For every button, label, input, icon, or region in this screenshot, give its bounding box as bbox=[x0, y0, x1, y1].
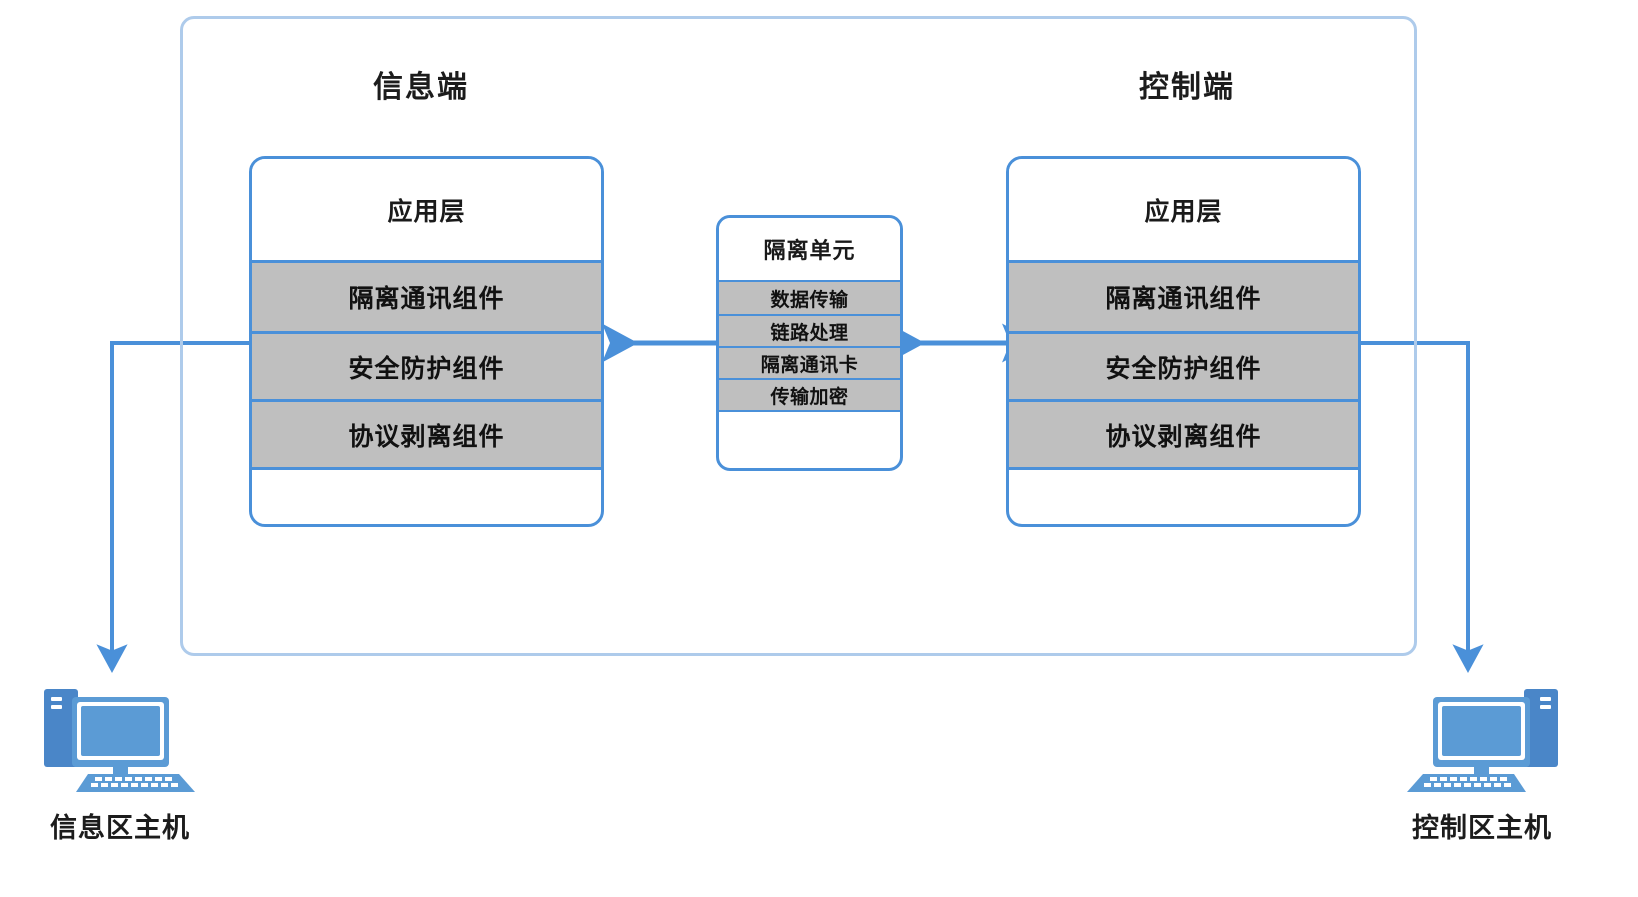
isolation-unit-header: 隔离单元 bbox=[719, 218, 900, 280]
system-boundary-frame bbox=[180, 16, 1417, 656]
host-label-control-zone: 控制区主机 bbox=[1412, 813, 1552, 843]
right-stack-header-application-layer: 应用层 bbox=[1009, 159, 1358, 260]
left-stack-row-isolation-comm: 隔离通讯组件 bbox=[252, 263, 601, 331]
desktop-computer-icon bbox=[44, 689, 195, 792]
isolation-row-link-processing: 链路处理 bbox=[719, 314, 900, 346]
right-stack-row-security-protection: 安全防护组件 bbox=[1009, 331, 1358, 399]
left-stack-header-application-layer: 应用层 bbox=[252, 159, 601, 260]
right-stack-rows: 隔离通讯组件 安全防护组件 协议剥离组件 bbox=[1009, 260, 1358, 470]
isolation-row-transmission-encryption: 传输加密 bbox=[719, 378, 900, 410]
endpoint-title-information: 信息端 bbox=[373, 71, 469, 104]
isolation-row-data-transfer: 数据传输 bbox=[719, 282, 900, 314]
information-side-stack: 应用层 隔离通讯组件 安全防护组件 协议剥离组件 bbox=[249, 156, 604, 527]
isolation-unit-box: 隔离单元 数据传输 链路处理 隔离通讯卡 传输加密 bbox=[716, 215, 903, 471]
left-stack-rows: 隔离通讯组件 安全防护组件 协议剥离组件 bbox=[252, 260, 601, 470]
isolation-unit-footer-blank bbox=[719, 412, 900, 450]
control-side-stack: 应用层 隔离通讯组件 安全防护组件 协议剥离组件 bbox=[1006, 156, 1361, 527]
endpoint-title-control: 控制端 bbox=[1139, 71, 1235, 104]
right-stack-row-isolation-comm: 隔离通讯组件 bbox=[1009, 263, 1358, 331]
isolation-row-isolation-comm-card: 隔离通讯卡 bbox=[719, 346, 900, 378]
desktop-computer-icon bbox=[1407, 689, 1558, 792]
isolation-unit-rows: 数据传输 链路处理 隔离通讯卡 传输加密 bbox=[719, 280, 900, 412]
host-label-information-zone: 信息区主机 bbox=[50, 813, 190, 843]
left-stack-row-protocol-stripping: 协议剥离组件 bbox=[252, 399, 601, 467]
right-stack-row-protocol-stripping: 协议剥离组件 bbox=[1009, 399, 1358, 467]
left-stack-row-security-protection: 安全防护组件 bbox=[252, 331, 601, 399]
